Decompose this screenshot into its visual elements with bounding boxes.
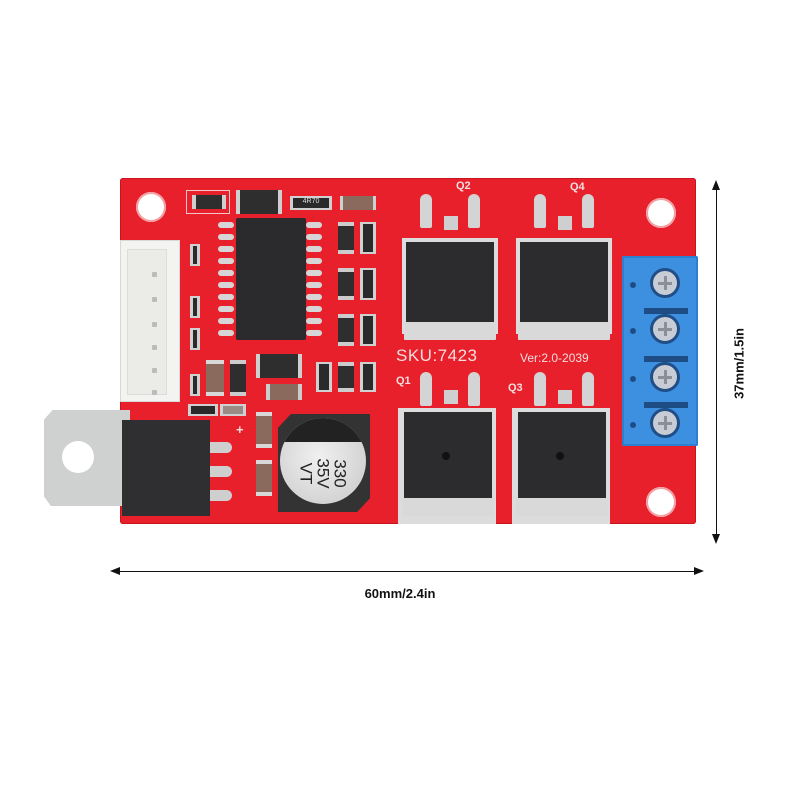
terminal-dot	[630, 422, 636, 428]
smd-diode	[230, 360, 246, 396]
terminal-divider	[644, 356, 688, 362]
width-dimension-label: 60mm/2.4in	[364, 586, 436, 601]
smd-diode-large	[236, 190, 282, 214]
connector-pin	[152, 390, 157, 395]
arrow-up-icon	[712, 180, 720, 190]
q4-label: Q4	[570, 181, 585, 193]
polarity-plus-label: +	[236, 422, 244, 437]
smd-diode	[338, 268, 354, 300]
terminal-screw-4[interactable]	[650, 408, 680, 438]
width-dimension-line	[114, 571, 702, 572]
connector-pin	[152, 297, 157, 302]
smd-diode	[338, 362, 354, 392]
q1-label: Q1	[396, 375, 411, 387]
height-dimension-label: 37mm/1.5in	[731, 328, 747, 399]
terminal-screw-1[interactable]	[650, 268, 680, 298]
smd-resistor-4r70	[316, 362, 332, 392]
diode-footprint	[186, 190, 230, 214]
jst-connector[interactable]	[120, 240, 180, 402]
smd-diode	[338, 314, 354, 346]
smd-diode-large	[256, 354, 302, 378]
regulator-pin	[210, 490, 232, 501]
smd-capacitor	[266, 384, 302, 400]
smd-resistor	[190, 296, 200, 318]
smd-diode	[192, 195, 226, 209]
smd-resistor-4r70	[360, 314, 376, 346]
version-label: Ver:2.0-2039	[520, 351, 589, 365]
smd-capacitor	[256, 412, 272, 448]
smd-resistor-4r70	[360, 362, 376, 392]
mounting-hole-bottom-right	[646, 487, 676, 517]
arrow-right-icon	[694, 567, 704, 575]
connector-pin	[152, 345, 157, 350]
smd-diode	[338, 222, 354, 254]
mosfet-q4	[516, 194, 612, 346]
height-dimension-line	[716, 184, 717, 540]
smd-resistor	[220, 404, 246, 416]
smd-capacitor	[256, 460, 272, 496]
connector-pin	[152, 368, 157, 373]
terminal-divider	[644, 402, 688, 408]
mosfet-q3	[512, 372, 610, 526]
regulator-mounting-hole	[62, 441, 94, 473]
smd-resistor-4r70	[360, 268, 376, 300]
terminal-dot	[630, 376, 636, 382]
q2-label: Q2	[456, 180, 471, 192]
terminal-screw-3[interactable]	[650, 362, 680, 392]
smd-resistor	[190, 328, 200, 350]
smd-resistor	[190, 244, 200, 266]
mosfet-q1	[398, 372, 496, 526]
terminal-dot	[630, 282, 636, 288]
connector-pin	[152, 322, 157, 327]
capacitor-polarity-band	[280, 418, 366, 442]
terminal-screw-2[interactable]	[650, 314, 680, 344]
smd-resistor	[190, 374, 200, 396]
mounting-hole-top-right	[646, 198, 676, 228]
connector-housing	[127, 249, 167, 395]
smd-capacitor	[206, 360, 224, 396]
driver-ic-chip	[236, 218, 306, 340]
smd-capacitor	[340, 196, 376, 210]
terminal-dot	[630, 328, 636, 334]
shunt-resistor: 4R70	[290, 196, 332, 210]
mosfet-q2	[402, 194, 498, 346]
sku-label: SKU:7423	[396, 346, 478, 365]
q3-label: Q3	[508, 382, 523, 394]
arrow-left-icon	[110, 567, 120, 575]
ic-leads-right	[306, 222, 324, 340]
smd-resistor-4r70	[360, 222, 376, 254]
terminal-divider	[644, 308, 688, 314]
arrow-down-icon	[712, 534, 720, 544]
ic-leads-left	[218, 222, 236, 340]
electrolytic-capacitor: 330 35V VT	[280, 418, 366, 504]
voltage-regulator	[122, 420, 210, 516]
regulator-pin	[210, 442, 232, 453]
mounting-hole-top-left	[136, 192, 166, 222]
connector-pin	[152, 272, 157, 277]
smd-resistor	[188, 404, 218, 416]
screw-terminal-block[interactable]	[622, 256, 698, 446]
regulator-pin	[210, 466, 232, 477]
capacitor-marking: 330 35V VT	[296, 458, 350, 489]
